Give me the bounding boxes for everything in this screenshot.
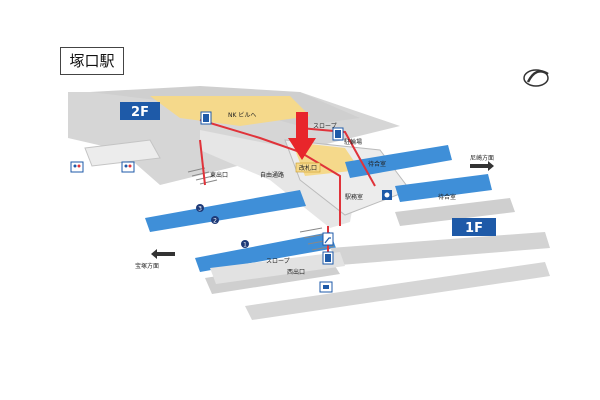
floor-label-1f: 1F [465, 221, 483, 236]
ticket-gate-arrow [288, 112, 316, 160]
elevator-icon [332, 127, 344, 141]
direction-arrow-takarazuka [151, 249, 175, 259]
label-waiting-room-1: 待合室 [368, 160, 386, 168]
platform-left-1 [195, 232, 336, 272]
label-free-passage: 自由通路 [260, 171, 284, 179]
platform-left-2 [145, 190, 306, 232]
label-waiting-room-2: 待合室 [438, 193, 456, 201]
platform-number-2: 2 [213, 218, 217, 225]
elevator-icon [322, 251, 334, 265]
platform-number-3: 3 [198, 206, 202, 213]
platform-number-1-badge [241, 240, 249, 248]
track-slab-upper [395, 198, 515, 226]
platform-1f-bottom-left [210, 252, 345, 284]
label-station-office: 駅務室 [345, 193, 363, 201]
label-to-amagasaki: 尼崎方面 [470, 154, 494, 162]
route-line-east [199, 139, 206, 186]
north-compass-icon [523, 69, 549, 87]
platform-number-2-badge [211, 216, 219, 224]
platform-1f-gray-main [330, 232, 550, 265]
platform-right-middle [395, 174, 492, 202]
label-east-exit: 東出口 [210, 171, 228, 179]
floor-badge-2f [120, 102, 160, 120]
platform-number-3-badge [196, 204, 204, 212]
route-line-north [299, 127, 376, 187]
platform-number-1: 1 [243, 242, 247, 249]
label-slope-bottom: スロープ [266, 258, 290, 265]
stairs-west [299, 227, 335, 251]
label-to-takarazuka: 宝塚方面 [135, 262, 159, 270]
label-slope-top: スロープ [313, 123, 337, 130]
bus-loop [84, 139, 161, 167]
escalator-icon [322, 232, 334, 246]
restroom-icon [121, 161, 135, 173]
floor-badge-1f [452, 218, 496, 236]
platform-top-right [345, 145, 452, 178]
platform-1f-lowest [245, 262, 550, 320]
label-bicycle-parking: 駐輪場 [344, 138, 362, 146]
station-title: 塚口駅 [60, 47, 124, 75]
label-nk-building: NK ビルへ [228, 111, 256, 119]
label-ticket-gate: 改札口 [299, 164, 317, 172]
accessible-toilet-icon [382, 190, 392, 200]
restroom-icon [70, 161, 84, 173]
floor-label-2f: 2F [131, 105, 149, 120]
parking-icon [319, 281, 333, 293]
concourse-yellow [150, 96, 310, 126]
direction-arrow-amagasaki [470, 161, 494, 171]
ticket-gate-label-bg [295, 162, 321, 173]
free-passage-area [200, 130, 360, 228]
label-west-exit: 西出口 [287, 268, 305, 276]
elevator-icon [200, 111, 212, 125]
